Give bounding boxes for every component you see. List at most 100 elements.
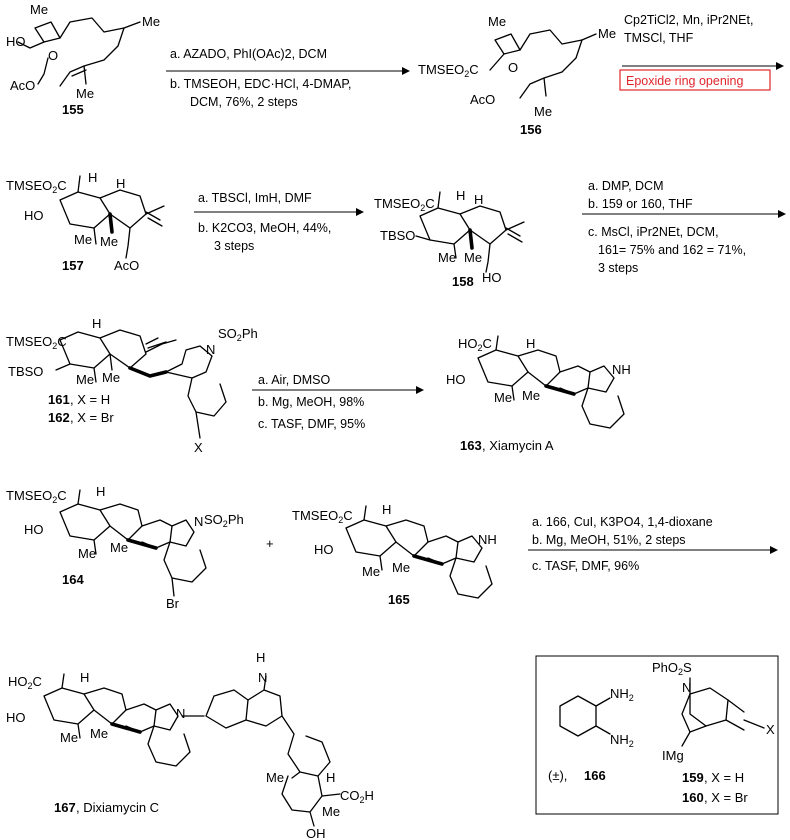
compound-166-structure: NH2 NH2 (±), 166	[548, 686, 634, 783]
condition-line: b. Mg, MeOH, 98%	[258, 395, 364, 409]
compound-number: 166	[584, 768, 606, 783]
me-label: Me	[392, 560, 410, 575]
condition-line: DCM, 76%, 2 steps	[190, 95, 298, 109]
compound-number: 160	[682, 790, 704, 805]
me-label: Me	[438, 250, 456, 265]
n-label: N	[206, 342, 215, 357]
me-label: Me	[74, 232, 92, 247]
br-label: Br	[166, 596, 180, 611]
compound-name: , Dixiamycin C	[76, 800, 159, 815]
acid-label: HO2C	[8, 674, 42, 691]
ho-label: HO	[482, 270, 502, 285]
highlight-box	[619, 69, 771, 91]
tbso-label: TBSO	[8, 364, 43, 379]
ho-label: HO	[24, 522, 44, 537]
substituent-label: , X = Br	[70, 410, 114, 425]
n-label: N	[258, 670, 267, 685]
compound-number: 165	[388, 592, 410, 607]
compound-163-structure: HO2C HO H Me Me NH 163 , Xiamycin A	[446, 335, 631, 453]
tbso-label: TBSO	[380, 228, 415, 243]
oh-label: OH	[306, 826, 326, 840]
condition-line: c. MsCl, iPr2NEt, DCM,	[588, 225, 719, 239]
img-label: IMg	[662, 748, 684, 763]
h-label: H	[256, 650, 265, 665]
compound-number: 158	[452, 274, 474, 289]
condition-line: b. 159 or 160, THF	[588, 197, 693, 211]
h-label: H	[526, 336, 535, 351]
compound-167-structure: HO2C HO H Me Me N H N Me H CO2H Me OH 16…	[6, 650, 374, 840]
reagent-box	[535, 655, 779, 815]
me-label: Me	[76, 372, 94, 387]
n-label: N	[194, 514, 203, 529]
condition-line: 3 steps	[214, 239, 254, 253]
racemic-label: (±),	[548, 768, 567, 783]
amine-label: NH2	[610, 686, 634, 703]
compound-number: 155	[62, 102, 84, 117]
me-label: Me	[30, 2, 48, 17]
h-label: H	[116, 176, 125, 191]
h-label: H	[96, 484, 105, 499]
condition-line: 3 steps	[598, 261, 638, 275]
me-label: Me	[322, 804, 340, 819]
condition-line: a. AZADO, PhI(OAc)2, DCM	[170, 47, 327, 61]
acid-label: HO2C	[458, 336, 492, 353]
ester-label: TMSEO2C	[6, 334, 67, 351]
compound-name: , Xiamycin A	[482, 438, 554, 453]
me-label: Me	[90, 726, 108, 741]
me-label: Me	[362, 564, 380, 579]
ester-label: TMSEO2C	[6, 488, 67, 505]
compound-number: 162	[48, 410, 70, 425]
arrow-head	[356, 208, 364, 216]
compound-number: 157	[62, 258, 84, 273]
arrow-head	[778, 210, 786, 218]
h-label: H	[326, 770, 335, 785]
condition-line: TMSCl, THF	[624, 31, 694, 45]
h-label: H	[382, 502, 391, 517]
ester-label: TMSEO2C	[418, 62, 479, 79]
substituent-label: , X = H	[70, 392, 110, 407]
compound-157-structure: TMSEO2C HO H H Me Me AcO 157	[6, 170, 165, 273]
compound-161-162-structure: TMSEO2C TBSO H Me Me N SO2Ph X 161 , X =…	[6, 316, 258, 455]
h-label: H	[80, 670, 89, 685]
compound-155-structure: Me HO O Me AcO Me 155	[6, 2, 160, 117]
compound-number: 163	[460, 438, 482, 453]
amine-label: NH2	[610, 732, 634, 749]
h-label: H	[92, 316, 101, 331]
o-label: O	[508, 60, 518, 75]
ester-label: TMSEO2C	[292, 508, 353, 525]
condition-line: 161= 75% and 162 = 71%,	[598, 243, 746, 257]
me-label: Me	[100, 234, 118, 249]
h-label: H	[474, 192, 483, 207]
me-label: Me	[266, 770, 284, 785]
h-label: H	[456, 188, 465, 203]
compound-number: 161	[48, 392, 70, 407]
x-label: X	[766, 722, 775, 737]
me-label: Me	[60, 730, 78, 745]
ho-label: HO	[446, 372, 466, 387]
o-label: O	[48, 48, 58, 63]
compound-number: 159	[682, 770, 704, 785]
ester-label: TMSEO2C	[374, 196, 435, 213]
compound-156-structure: Me TMSEO2C O Me AcO Me 156	[418, 14, 616, 137]
compound-number: 164	[62, 572, 84, 587]
compound-164-structure: TMSEO2C HO H Me Me N SO2Ph Br 164	[6, 484, 244, 611]
condition-line: b. Mg, MeOH, 51%, 2 steps	[532, 533, 686, 547]
compound-158-structure: TMSEO2C TBSO H H Me Me HO 158	[374, 188, 525, 289]
condition-line: a. Air, DMSO	[258, 373, 331, 387]
condition-line: a. TBSCl, ImH, DMF	[198, 191, 312, 205]
arrow-head	[402, 67, 410, 75]
condition-line: c. TASF, DMF, 95%	[258, 417, 365, 431]
condition-line: a. 166, CuI, K3PO4, 1,4-dioxane	[532, 515, 713, 529]
me-label: Me	[488, 14, 506, 29]
ho-label: HO	[24, 208, 44, 223]
compound-159-160-structure: PhO2S N X IMg 159 , X = H 160 , X = Br	[652, 660, 775, 805]
ho-label: HO	[6, 710, 26, 725]
aco-label: AcO	[114, 258, 139, 273]
sulfonyl-label: SO2Ph	[204, 512, 244, 529]
compound-number: 167	[54, 800, 76, 815]
condition-line: c. TASF, DMF, 96%	[532, 559, 639, 573]
substituent-label: , X = H	[704, 770, 744, 785]
compound-165-structure: TMSEO2C HO H Me Me NH 165	[292, 502, 497, 607]
sulfonyl-label: SO2Ph	[218, 326, 258, 343]
